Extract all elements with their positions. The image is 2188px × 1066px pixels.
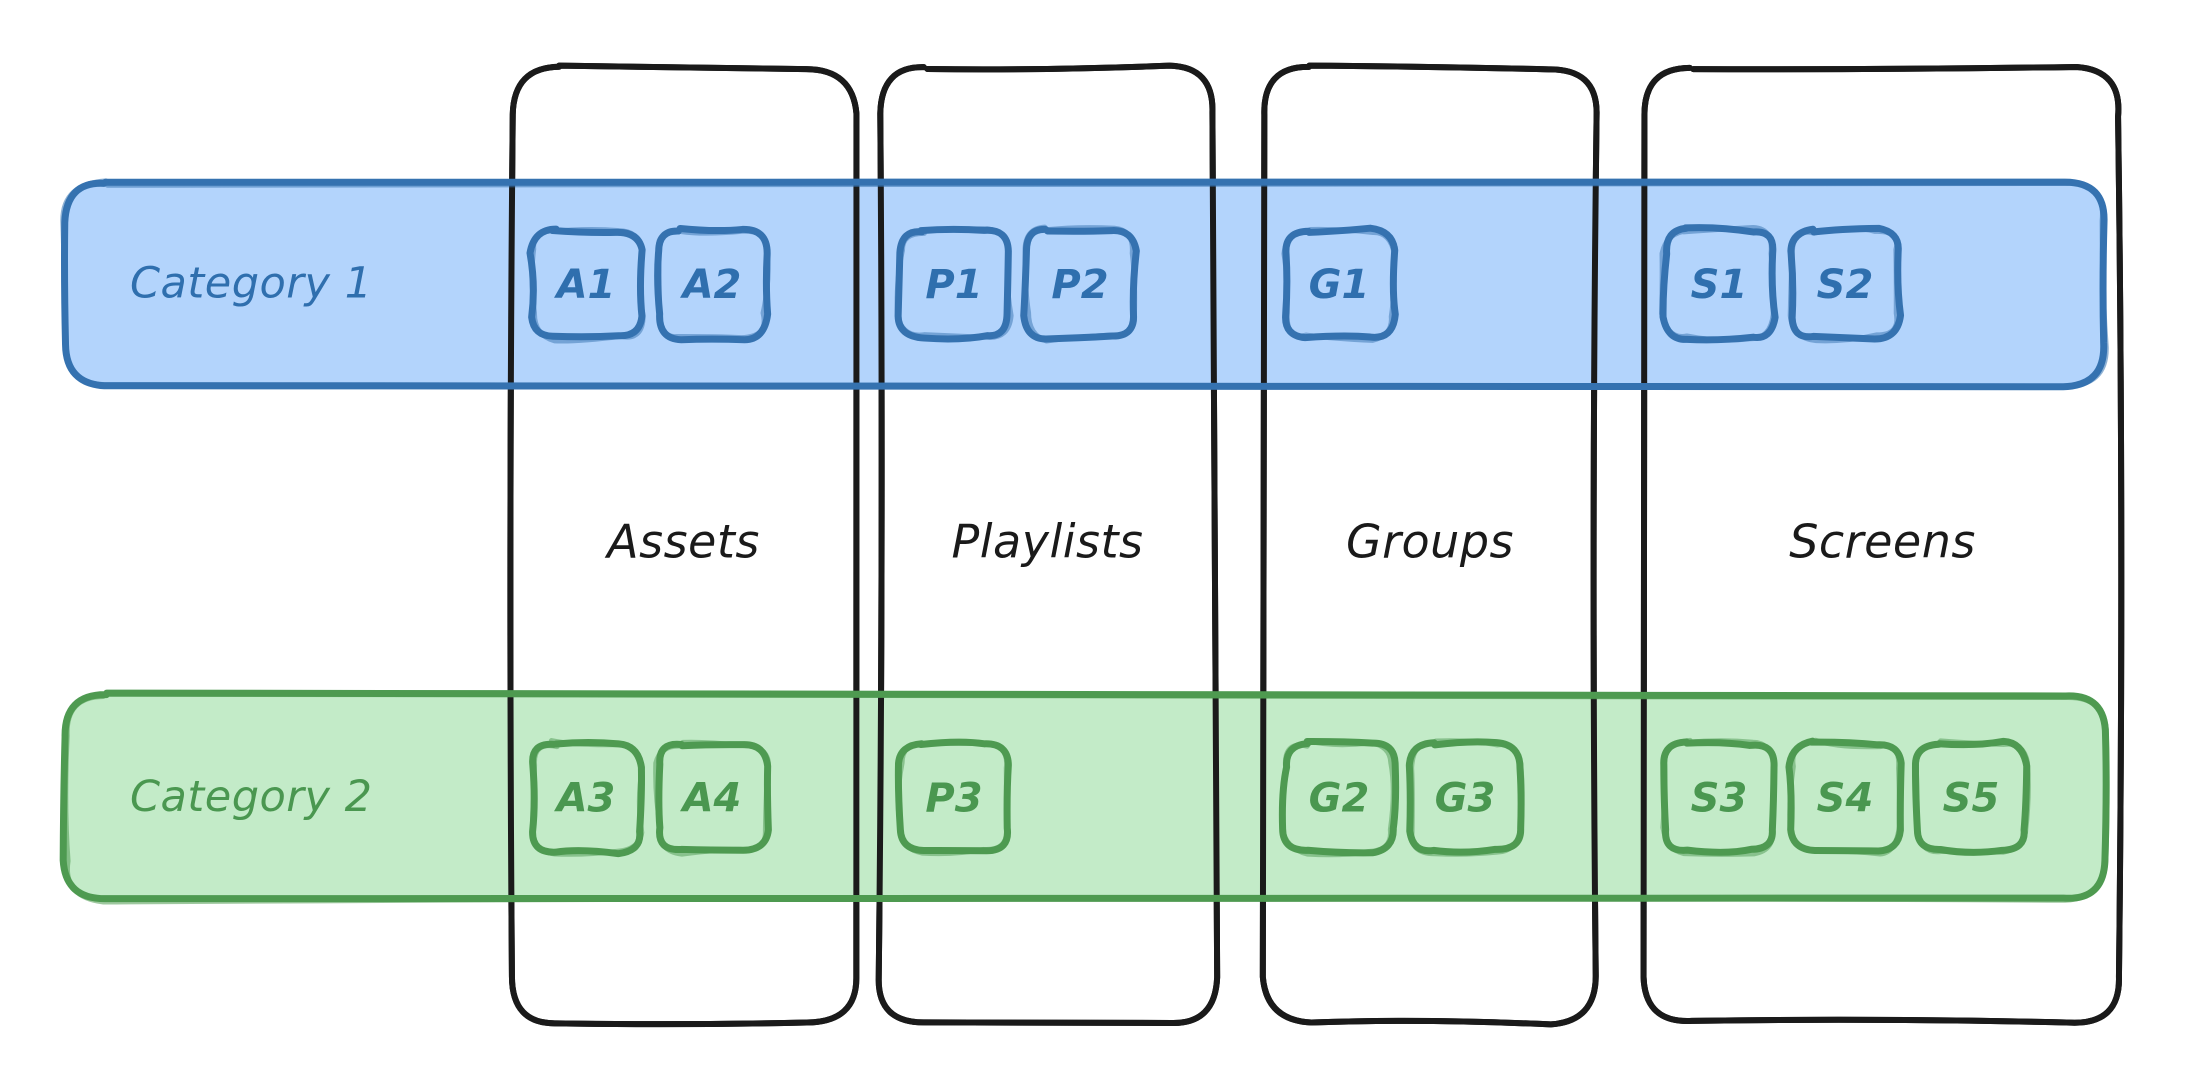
column-label-text: Groups [1346,515,1514,569]
column-label-playlists: Playlists [952,515,1144,569]
item-chip-label: P2 [1051,262,1108,308]
item-chip-label: G3 [1435,776,1496,822]
item-chip-s5[interactable]: S5 [1911,737,2031,856]
item-chip-g1[interactable]: G1 [1281,224,1399,343]
category-band-category-2[interactable]: Category 2 [59,689,2110,905]
item-chip-s1[interactable]: S1 [1659,224,1779,344]
column-outlines-overlay-layer [507,62,2125,1028]
category-band-label-category-1: Category 1 [130,259,372,309]
item-chip-p3[interactable]: P3 [894,738,1012,857]
column-frame-groups[interactable] [1259,62,1600,1028]
item-chip-label: G2 [1309,776,1370,822]
item-chip-label: A4 [680,776,742,822]
item-chip-label: P1 [925,262,982,308]
column-label-text: Screens [1789,515,1976,569]
column-frame-assets[interactable] [507,62,860,1028]
item-chip-p1[interactable]: P1 [894,225,1014,343]
item-chip-p2[interactable]: P2 [1020,224,1140,344]
item-chip-a4[interactable]: A4 [653,739,772,857]
item-chip-label: G1 [1309,262,1370,308]
category-band-category-1[interactable]: Category 1 [60,178,2109,391]
item-chip-a3[interactable]: A3 [529,738,646,858]
item-chip-g2[interactable]: G2 [1278,737,1400,858]
item-chip-label: A3 [554,776,616,822]
column-label-assets: Assets [604,515,760,569]
item-chip-g3[interactable]: G3 [1405,738,1525,857]
column-frame-screens[interactable] [1640,63,2125,1026]
column-label-text: Assets [604,515,760,569]
item-chip-label: A2 [680,262,742,308]
category-band-borders-layer: Category 1 Category 2 [59,178,2110,905]
item-chip-a2[interactable]: A2 [654,224,772,344]
column-label-groups: Groups [1346,515,1514,569]
column-labels-layer: Assets Playlists Groups Screens [604,515,1976,569]
item-chip-label: S3 [1691,776,1748,822]
item-chip-label: P3 [925,776,982,822]
column-label-screens: Screens [1789,515,1976,569]
item-chip-a1[interactable]: A1 [526,225,646,344]
category-band-label-category-2: Category 2 [130,772,372,822]
item-chip-s4[interactable]: S4 [1785,737,1905,857]
item-chip-label: S4 [1817,776,1874,822]
item-chip-label: A1 [554,262,616,308]
column-label-text: Playlists [952,515,1144,569]
item-chip-s3[interactable]: S3 [1660,737,1778,857]
column-frame-playlists[interactable] [875,62,1221,1026]
item-chip-label: S5 [1943,776,2000,822]
item-chip-s2[interactable]: S2 [1787,224,1905,344]
item-chip-label: S1 [1691,262,1748,308]
item-chip-label: S2 [1817,262,1874,308]
